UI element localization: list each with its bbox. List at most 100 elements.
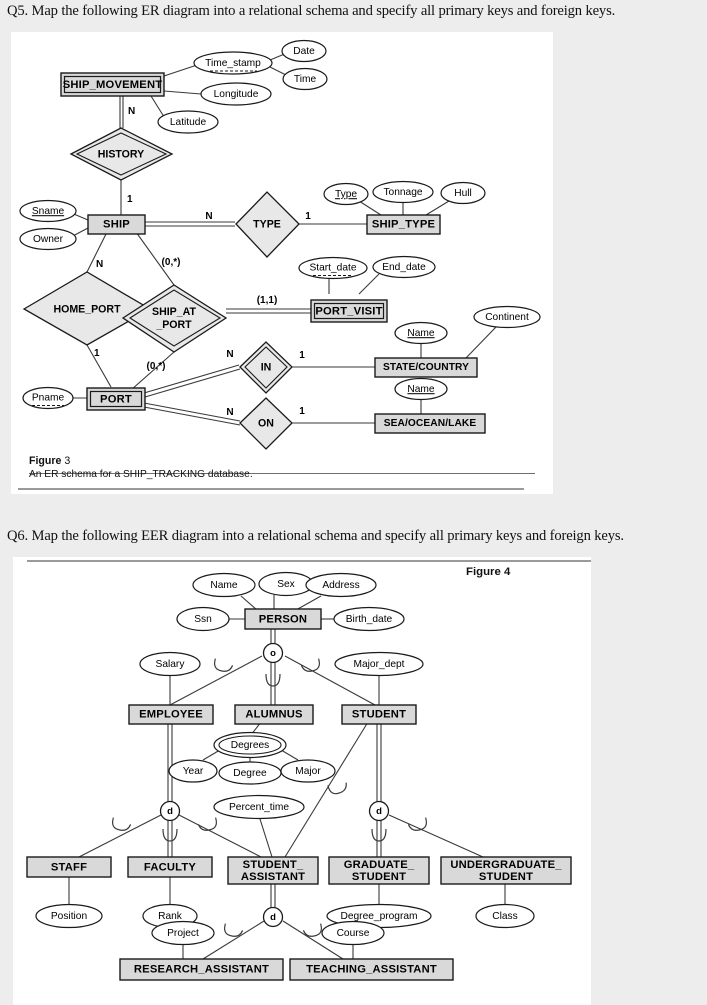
attribute-pname <box>22 386 74 410</box>
attribute-type-label: Type <box>335 189 357 200</box>
relationship-ship-at-port-label-2: _PORT <box>155 319 192 331</box>
relationship-history <box>69 127 174 181</box>
figure3-caption-number: Figure 3 <box>29 455 253 467</box>
attribute-sname-label: Sname <box>32 206 65 217</box>
relationship-home-port-label: HOME_PORT <box>53 303 121 315</box>
entity-teaching-assistant <box>289 958 454 981</box>
attribute-degrees-degree-label: Degree <box>233 768 267 779</box>
entity-ship <box>87 214 146 235</box>
fig4-connector-lines <box>68 595 506 960</box>
figure3-panel: Date Time Time_stamp Longitude Latitude … <box>11 32 553 494</box>
entity-graduate-student-label-2: STUDENT <box>352 871 406 883</box>
attribute-student-major-dept-label: Major_dept <box>354 659 405 670</box>
relationship-in-label: IN <box>261 361 272 373</box>
attribute-researchassistant-project-label: Project <box>167 928 199 939</box>
entity-ship-movement-inner <box>63 75 162 94</box>
attribute-person-birth-date-label: Birth_date <box>346 614 393 625</box>
cardinality-11-shipatport-portvisit: (1,1) <box>257 295 278 306</box>
specialization-circle-person <box>262 642 284 664</box>
cardinality-n-port-in: N <box>226 349 233 360</box>
attribute-undergraduatestudent-class <box>475 903 535 929</box>
relationship-in-inner <box>244 346 288 389</box>
figure3-caption-rule <box>29 473 535 474</box>
entity-student-assistant-label-1: STUDENT_ <box>243 859 304 871</box>
entity-graduate-student-label-1: GRADUATE_ <box>344 859 415 871</box>
entity-ship-type <box>366 214 441 235</box>
attribute-person-address-label: Address <box>322 580 359 591</box>
figure3-caption-text: An ER schema for a SHIP_TRACKING databas… <box>29 469 253 480</box>
attribute-date-label: Date <box>293 46 315 57</box>
attribute-employee-salary <box>139 651 201 677</box>
figure3-caption: Figure 3 An ER schema for a SHIP_TRACKIN… <box>29 455 253 480</box>
cardinality-1-in-statecountry: 1 <box>299 350 305 361</box>
cardinality-0star-ship-shipatport: (0,*) <box>162 257 181 268</box>
fig4-entities: PERSON EMPLOYEE ALUMNUS STUDENT STAFF FA… <box>26 608 572 981</box>
entity-port-inner <box>89 390 143 408</box>
specialization-circle-student <box>368 800 390 822</box>
attribute-time-stamp <box>193 51 273 75</box>
relationship-on <box>239 397 293 450</box>
attribute-state-name-label: Name <box>407 328 435 339</box>
attribute-owner-label: Owner <box>33 234 64 245</box>
entity-ship-movement-label: SHIP_MOVEMENT <box>63 79 163 91</box>
cardinality-0star-shipatport-port: (0,*) <box>147 361 166 372</box>
attribute-alumnus-degrees-label: Degrees <box>231 740 270 751</box>
figure4-panel: Name Sex Address Ssn Birth_date Salary M… <box>13 557 591 1005</box>
entity-student-assistant <box>227 856 319 885</box>
entity-teaching-assistant-label: TEACHING_ASSISTANT <box>306 963 437 975</box>
entity-student <box>341 704 417 725</box>
attribute-researchassistant-project <box>151 920 215 946</box>
figure4-label: Figure 4 <box>466 566 511 578</box>
attribute-person-ssn-label: Ssn <box>194 614 212 625</box>
specialization-symbol-student: d <box>376 806 382 817</box>
attribute-degrees-year <box>168 759 218 783</box>
cardinality-n-ship-homeport: N <box>96 259 103 270</box>
attribute-continent <box>473 305 541 329</box>
relationship-on-label: ON <box>258 417 274 429</box>
attribute-studentassistant-percent-time-label: Percent_time <box>229 802 289 813</box>
figure3-bottom-rule <box>18 488 524 490</box>
cardinality-n-ship-type: N <box>205 211 212 222</box>
relationship-type-label: TYPE <box>253 218 281 230</box>
relationship-type <box>235 191 300 258</box>
cardinality-n-shipmovement-history: N <box>128 106 135 117</box>
figure4-top-rule <box>27 560 591 562</box>
attribute-staff-position-label: Position <box>51 911 87 922</box>
relationship-in <box>239 341 293 394</box>
entity-alumnus-label: ALUMNUS <box>245 708 303 720</box>
attribute-end-date <box>372 255 436 279</box>
entity-port-visit <box>310 299 388 323</box>
attribute-sea-name <box>394 377 448 401</box>
attribute-employee-salary-label: Salary <box>156 659 186 670</box>
figure3-er-diagram: Date Time Time_stamp Longitude Latitude … <box>19 39 541 450</box>
fig4-specialization-circles: o d d d <box>159 642 390 928</box>
entity-port <box>86 387 146 411</box>
entity-ship-label: SHIP <box>103 218 130 230</box>
entity-staff <box>26 856 112 878</box>
entity-ship-type-label: SHIP_TYPE <box>372 218 436 230</box>
attribute-owner <box>19 227 77 251</box>
entity-undergraduate-student-label-2: STUDENT <box>479 871 533 883</box>
fig3-connector-lines <box>68 52 497 426</box>
specialization-circle-student-assistant <box>262 906 284 928</box>
attribute-continent-label: Continent <box>485 312 529 323</box>
attribute-hull <box>440 181 486 205</box>
fig3-attributes: Date Time Time_stamp Longitude Latitude … <box>19 39 541 410</box>
attribute-graduatestudent-degree-program-label: Degree_program <box>340 911 417 922</box>
attribute-degrees-year-label: Year <box>183 766 204 777</box>
relationship-ship-at-port-inner <box>128 289 222 347</box>
attribute-person-name <box>192 572 256 598</box>
relationship-history-inner <box>75 132 168 176</box>
entity-undergraduate-student <box>440 856 572 885</box>
attribute-time-label: Time <box>294 74 317 85</box>
attribute-teachingassistant-course <box>321 920 385 946</box>
relationship-history-label: HISTORY <box>98 148 145 160</box>
attribute-person-sex-label: Sex <box>277 579 295 590</box>
attribute-longitude-label: Longitude <box>214 89 259 100</box>
attribute-latitude-label: Latitude <box>170 117 207 128</box>
relationship-ship-at-port <box>121 284 228 353</box>
attribute-end-date-label: End_date <box>382 262 426 273</box>
cardinality-1-homeport-port: 1 <box>94 348 100 359</box>
attribute-state-name <box>394 321 448 345</box>
